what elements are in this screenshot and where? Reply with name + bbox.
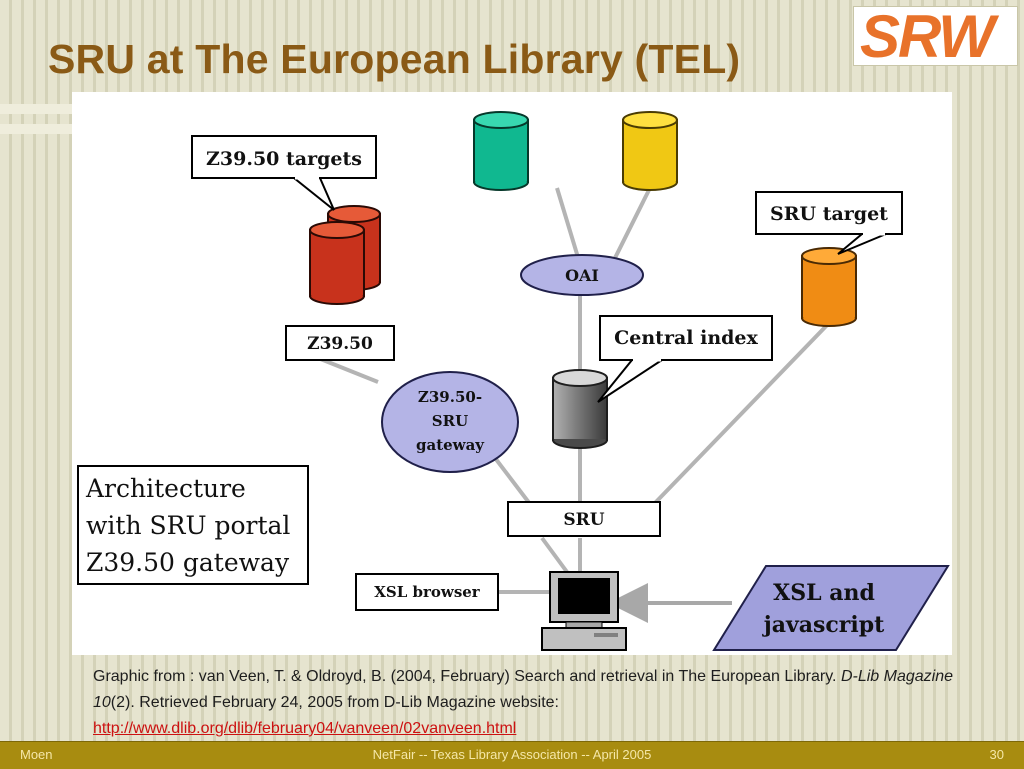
xsl-browser-label: XSL browser (374, 583, 481, 601)
citation-journal: D-Lib Magazine 10 (93, 668, 953, 711)
computer-icon (541, 571, 627, 651)
citation: Graphic from : van Veen, T. & Oldroyd, B… (93, 664, 953, 742)
green-database (473, 111, 529, 191)
z3950-targets-callout: Z39.50 targets (191, 135, 377, 211)
background-stripe (0, 124, 75, 134)
z3950-box (285, 325, 395, 361)
central-index-database (552, 369, 608, 449)
line-gateway-sru (490, 452, 532, 506)
gateway-label-line3: gateway (416, 436, 485, 454)
xsl-javascript-line1: XSL and (773, 580, 875, 606)
sru-target-callout: SRU target (755, 191, 903, 255)
sru-label: SRU (563, 510, 604, 530)
architecture-line3: Z39.50 gateway (86, 548, 290, 577)
line-sru-computer-2 (540, 536, 569, 574)
architecture-diagram: OAI Z39.50- SRU gateway Z39.50 targets Z… (72, 92, 952, 655)
gateway-label-line1: Z39.50- (418, 388, 482, 406)
oai-label: OAI (565, 266, 599, 285)
architecture-line1: Architecture (85, 474, 246, 503)
line-yellow-oai (610, 187, 652, 265)
footer-bar: Moen NetFair -- Texas Library Associatio… (0, 741, 1024, 769)
footer-page-number: 30 (989, 747, 1004, 762)
citation-text-part2: (2). Retrieved February 24, 2005 from D-… (110, 694, 559, 711)
central-index-label: Central index (614, 327, 758, 349)
xsl-browser-box (355, 573, 499, 611)
diagram-canvas: OAI Z39.50- SRU gateway Z39.50 targets Z… (77, 111, 950, 651)
srw-logo: SRW (853, 3, 1018, 70)
line-green-oai (555, 187, 582, 265)
gateway-ellipse (381, 371, 519, 473)
footer-event: NetFair -- Texas Library Association -- … (372, 747, 652, 762)
architecture-line2: with SRU portal (86, 511, 290, 540)
yellow-database (622, 111, 678, 191)
z3950-database-front (309, 221, 365, 305)
xsl-javascript-shape (712, 565, 950, 651)
slide-title: SRU at The European Library (TEL) (48, 36, 741, 82)
background-stripe (0, 104, 75, 114)
sru-target-label: SRU target (770, 203, 888, 225)
central-index-callout: Central index (597, 315, 773, 403)
sru-box (507, 501, 661, 537)
citation-link[interactable]: http://www.dlib.org/dlib/february04/vanv… (93, 720, 517, 737)
xsl-javascript-line2: javascript (762, 612, 885, 638)
gateway-label-line2: SRU (432, 412, 468, 430)
footer-author: Moen (20, 747, 53, 762)
z3950-label: Z39.50 (307, 334, 373, 354)
line-sru-target (652, 318, 834, 506)
sru-target-database (801, 247, 857, 327)
z3950-targets-label: Z39.50 targets (206, 148, 362, 170)
srw-logo-text: SRW (860, 3, 995, 70)
citation-text-part1: Graphic from : van Veen, T. & Oldroyd, B… (93, 668, 841, 685)
oai-ellipse (520, 254, 644, 296)
architecture-box (77, 465, 309, 585)
